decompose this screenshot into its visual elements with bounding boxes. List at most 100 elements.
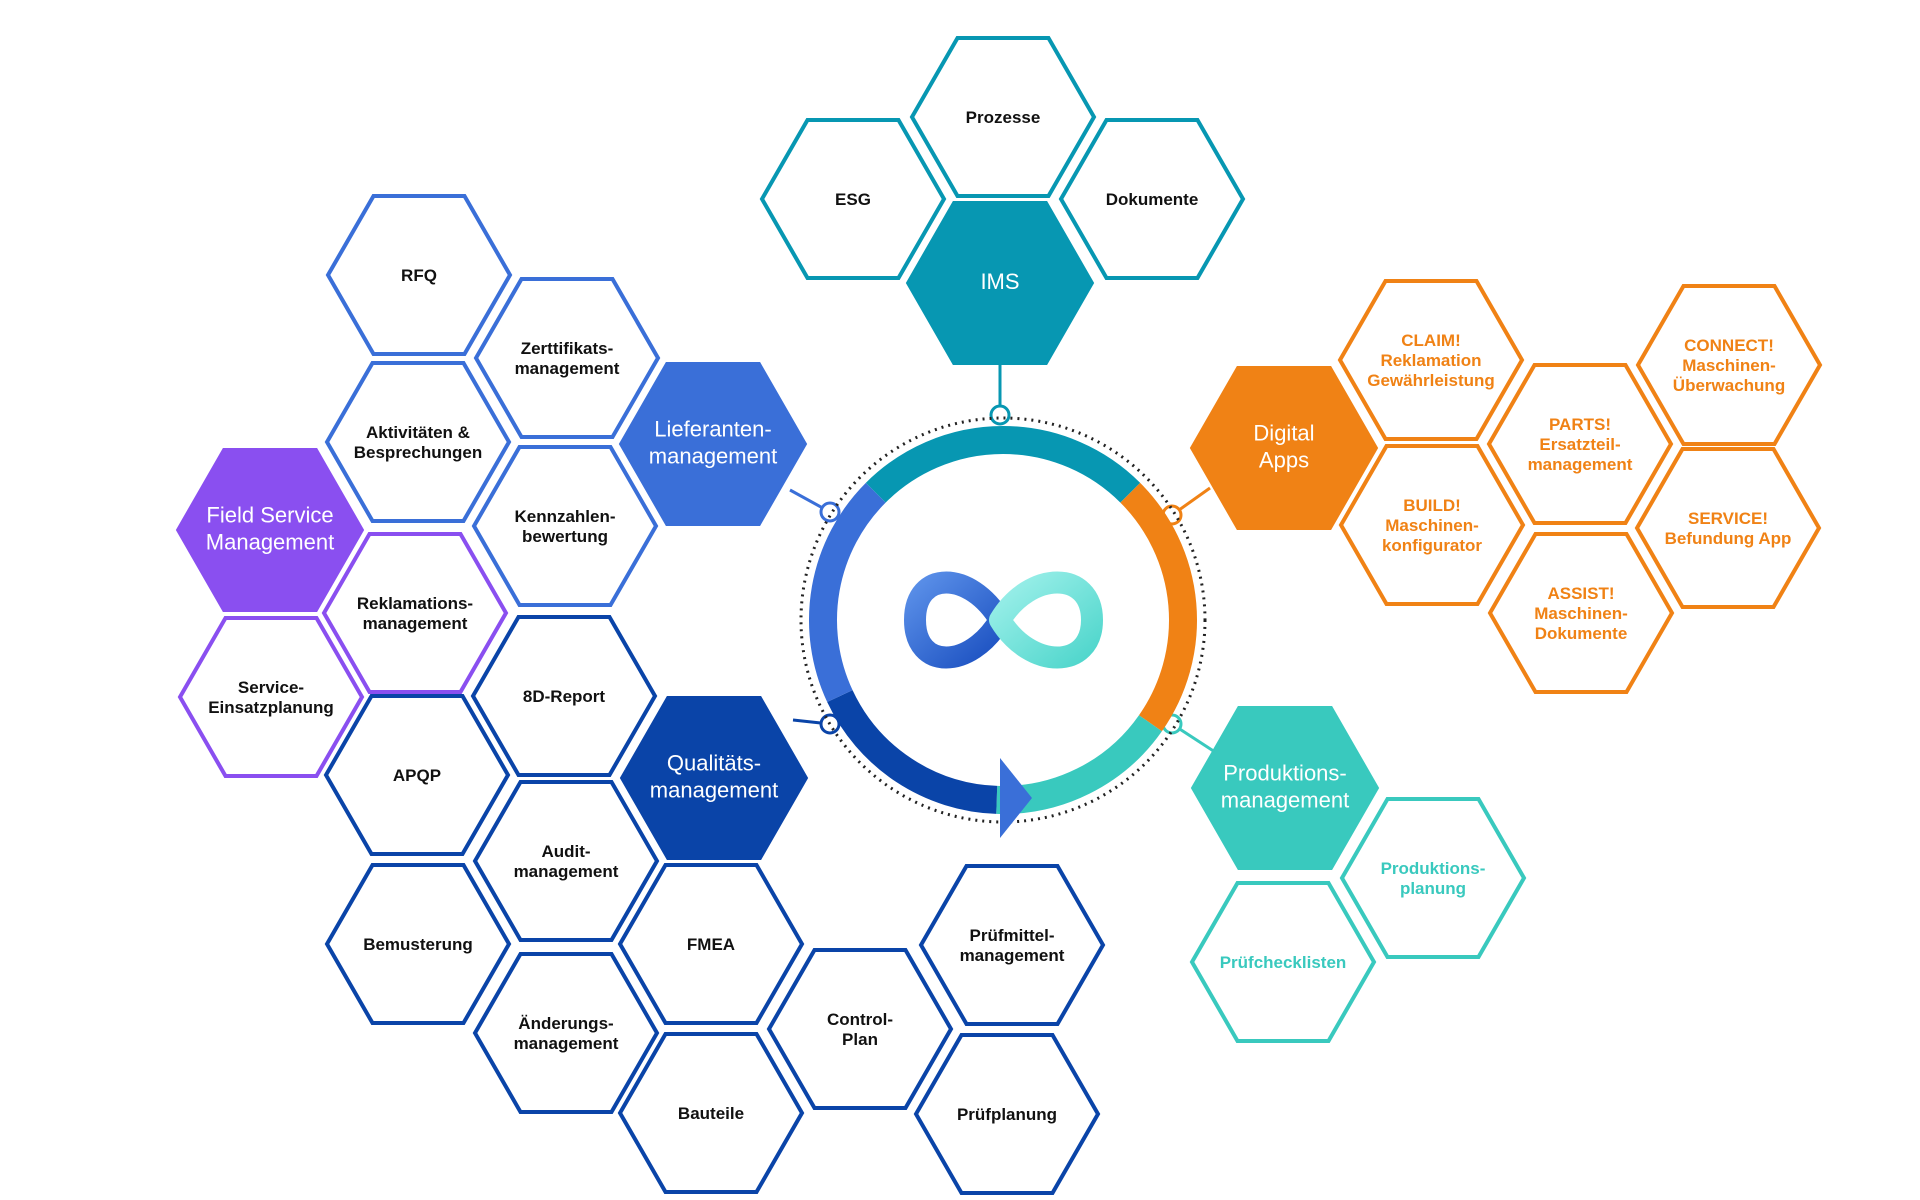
hex-outline (1487, 532, 1675, 694)
hex-label: Bemusterung (363, 935, 473, 954)
hex-label: Dokumente (1106, 190, 1199, 209)
hub-hex (175, 448, 365, 612)
hex-outline (471, 445, 659, 607)
hex-label: Audit-management (514, 842, 619, 881)
hex-label: Service-Einsatzplanung (208, 678, 334, 717)
module-bemusterung[interactable]: Bemusterung (324, 863, 512, 1025)
hex-label: Produktions-management (1221, 761, 1349, 813)
hex-label: Bauteile (678, 1104, 744, 1123)
hex-outline (1486, 363, 1674, 525)
hex-outline (324, 863, 512, 1025)
hex-label: Prüfmittel-management (960, 926, 1065, 965)
hex-outline (177, 616, 365, 778)
hex-outline (1338, 444, 1526, 606)
hex-outline (472, 780, 660, 942)
hex-label: Aktivitäten &Besprechungen (354, 423, 482, 462)
hub-quality[interactable]: Qualitäts-management (619, 696, 809, 860)
hex-label: Prozesse (966, 108, 1041, 127)
module-pruefcheck[interactable]: Prüfchecklisten (1189, 881, 1377, 1043)
hex-outline (472, 952, 660, 1114)
hex-outline (1189, 881, 1377, 1043)
hex-outline (1337, 279, 1525, 441)
hex-label: APQP (393, 766, 441, 785)
hex-label: ESG (835, 190, 871, 209)
module-aenderung[interactable]: Änderungs-management (472, 952, 660, 1114)
ring-segment (809, 482, 886, 702)
hex-label: Prüfplanung (957, 1105, 1057, 1124)
module-connect[interactable]: CONNECT!Maschinen-Überwachung (1635, 284, 1823, 446)
hex-label: BUILD!Maschinen-konfigurator (1382, 496, 1482, 555)
hex-label: Zerttifikats-management (515, 339, 620, 378)
hub-hex (1189, 366, 1379, 530)
module-zertifikate[interactable]: Zerttifikats-management (473, 277, 661, 439)
hex-outline (617, 1032, 805, 1194)
module-bauteile[interactable]: Bauteile (617, 1032, 805, 1194)
module-parts[interactable]: PARTS!Ersatzteil-management (1486, 363, 1674, 525)
module-service[interactable]: Service-Einsatzplanung (177, 616, 365, 778)
hex-outline (759, 118, 947, 280)
hex-outline (766, 948, 954, 1110)
module-prozesse[interactable]: Prozesse (909, 36, 1097, 198)
module-reklamation[interactable]: Reklamations-management (321, 532, 509, 694)
hex-outline (918, 864, 1106, 1026)
module-assist[interactable]: ASSIST!Maschinen-Dokumente (1487, 532, 1675, 694)
hub-supplier[interactable]: Lieferanten-management (618, 362, 808, 526)
connector-node (989, 404, 1011, 426)
hex-label: Lieferanten-management (649, 417, 777, 469)
hub-ims[interactable]: IMS (905, 201, 1095, 365)
module-aktivitaeten[interactable]: Aktivitäten &Besprechungen (324, 361, 512, 523)
hex-label: SERVICE!Befundung App (1665, 509, 1792, 548)
module-kennzahlen[interactable]: Kennzahlen-bewertung (471, 445, 659, 607)
hub-hex (905, 201, 1095, 365)
hub-hex (1190, 706, 1380, 870)
module-rfq[interactable]: RFQ (325, 194, 513, 356)
module-pruefplanung[interactable]: Prüfplanung (913, 1033, 1101, 1195)
module-control[interactable]: Control-Plan (766, 948, 954, 1110)
ring-segment (1120, 482, 1197, 732)
hex-label: Änderungs-management (514, 1014, 619, 1053)
dotted-ring (799, 416, 1207, 824)
hex-outline (1634, 447, 1822, 609)
module-pruefmittel[interactable]: Prüfmittel-management (918, 864, 1106, 1026)
hex-outline (617, 863, 805, 1025)
module-audit[interactable]: Audit-management (472, 780, 660, 942)
hex-label: FMEA (687, 935, 735, 954)
module-servicebefund[interactable]: SERVICE!Befundung App (1634, 447, 1822, 609)
hex-outline (913, 1033, 1101, 1195)
ring-segment (827, 689, 998, 814)
hex-label: Control-Plan (827, 1010, 893, 1049)
hex-label: RFQ (401, 266, 437, 285)
hex-label: PARTS!Ersatzteil-management (1528, 415, 1633, 474)
module-8d[interactable]: 8D-Report (470, 615, 658, 777)
hex-label: IMS (980, 269, 1019, 294)
hex-outline (470, 615, 658, 777)
hub-production[interactable]: Produktions-management (1190, 706, 1380, 870)
hex-label: Produktions-planung (1381, 859, 1486, 898)
infinity-logo-icon (903, 571, 1104, 669)
module-apqp[interactable]: APQP (323, 694, 511, 856)
hex-outline (325, 194, 513, 356)
module-dokumente[interactable]: Dokumente (1058, 118, 1246, 280)
hub-hex (619, 696, 809, 860)
hex-label: Prüfchecklisten (1220, 953, 1347, 972)
infinity-left-loop (903, 571, 1011, 669)
hex-label: 8D-Report (523, 687, 606, 706)
hex-outline (1058, 118, 1246, 280)
hex-label: Kennzahlen-bewertung (514, 507, 615, 546)
hex-outline (324, 361, 512, 523)
module-build[interactable]: BUILD!Maschinen-konfigurator (1338, 444, 1526, 606)
hub-hex (618, 362, 808, 526)
module-esg[interactable]: ESG (759, 118, 947, 280)
ring-segment (865, 426, 1141, 503)
module-fmea[interactable]: FMEA (617, 863, 805, 1025)
module-produktionsplanung[interactable]: Produktions-planung (1339, 797, 1527, 959)
hex-label: Reklamations-management (357, 594, 473, 633)
